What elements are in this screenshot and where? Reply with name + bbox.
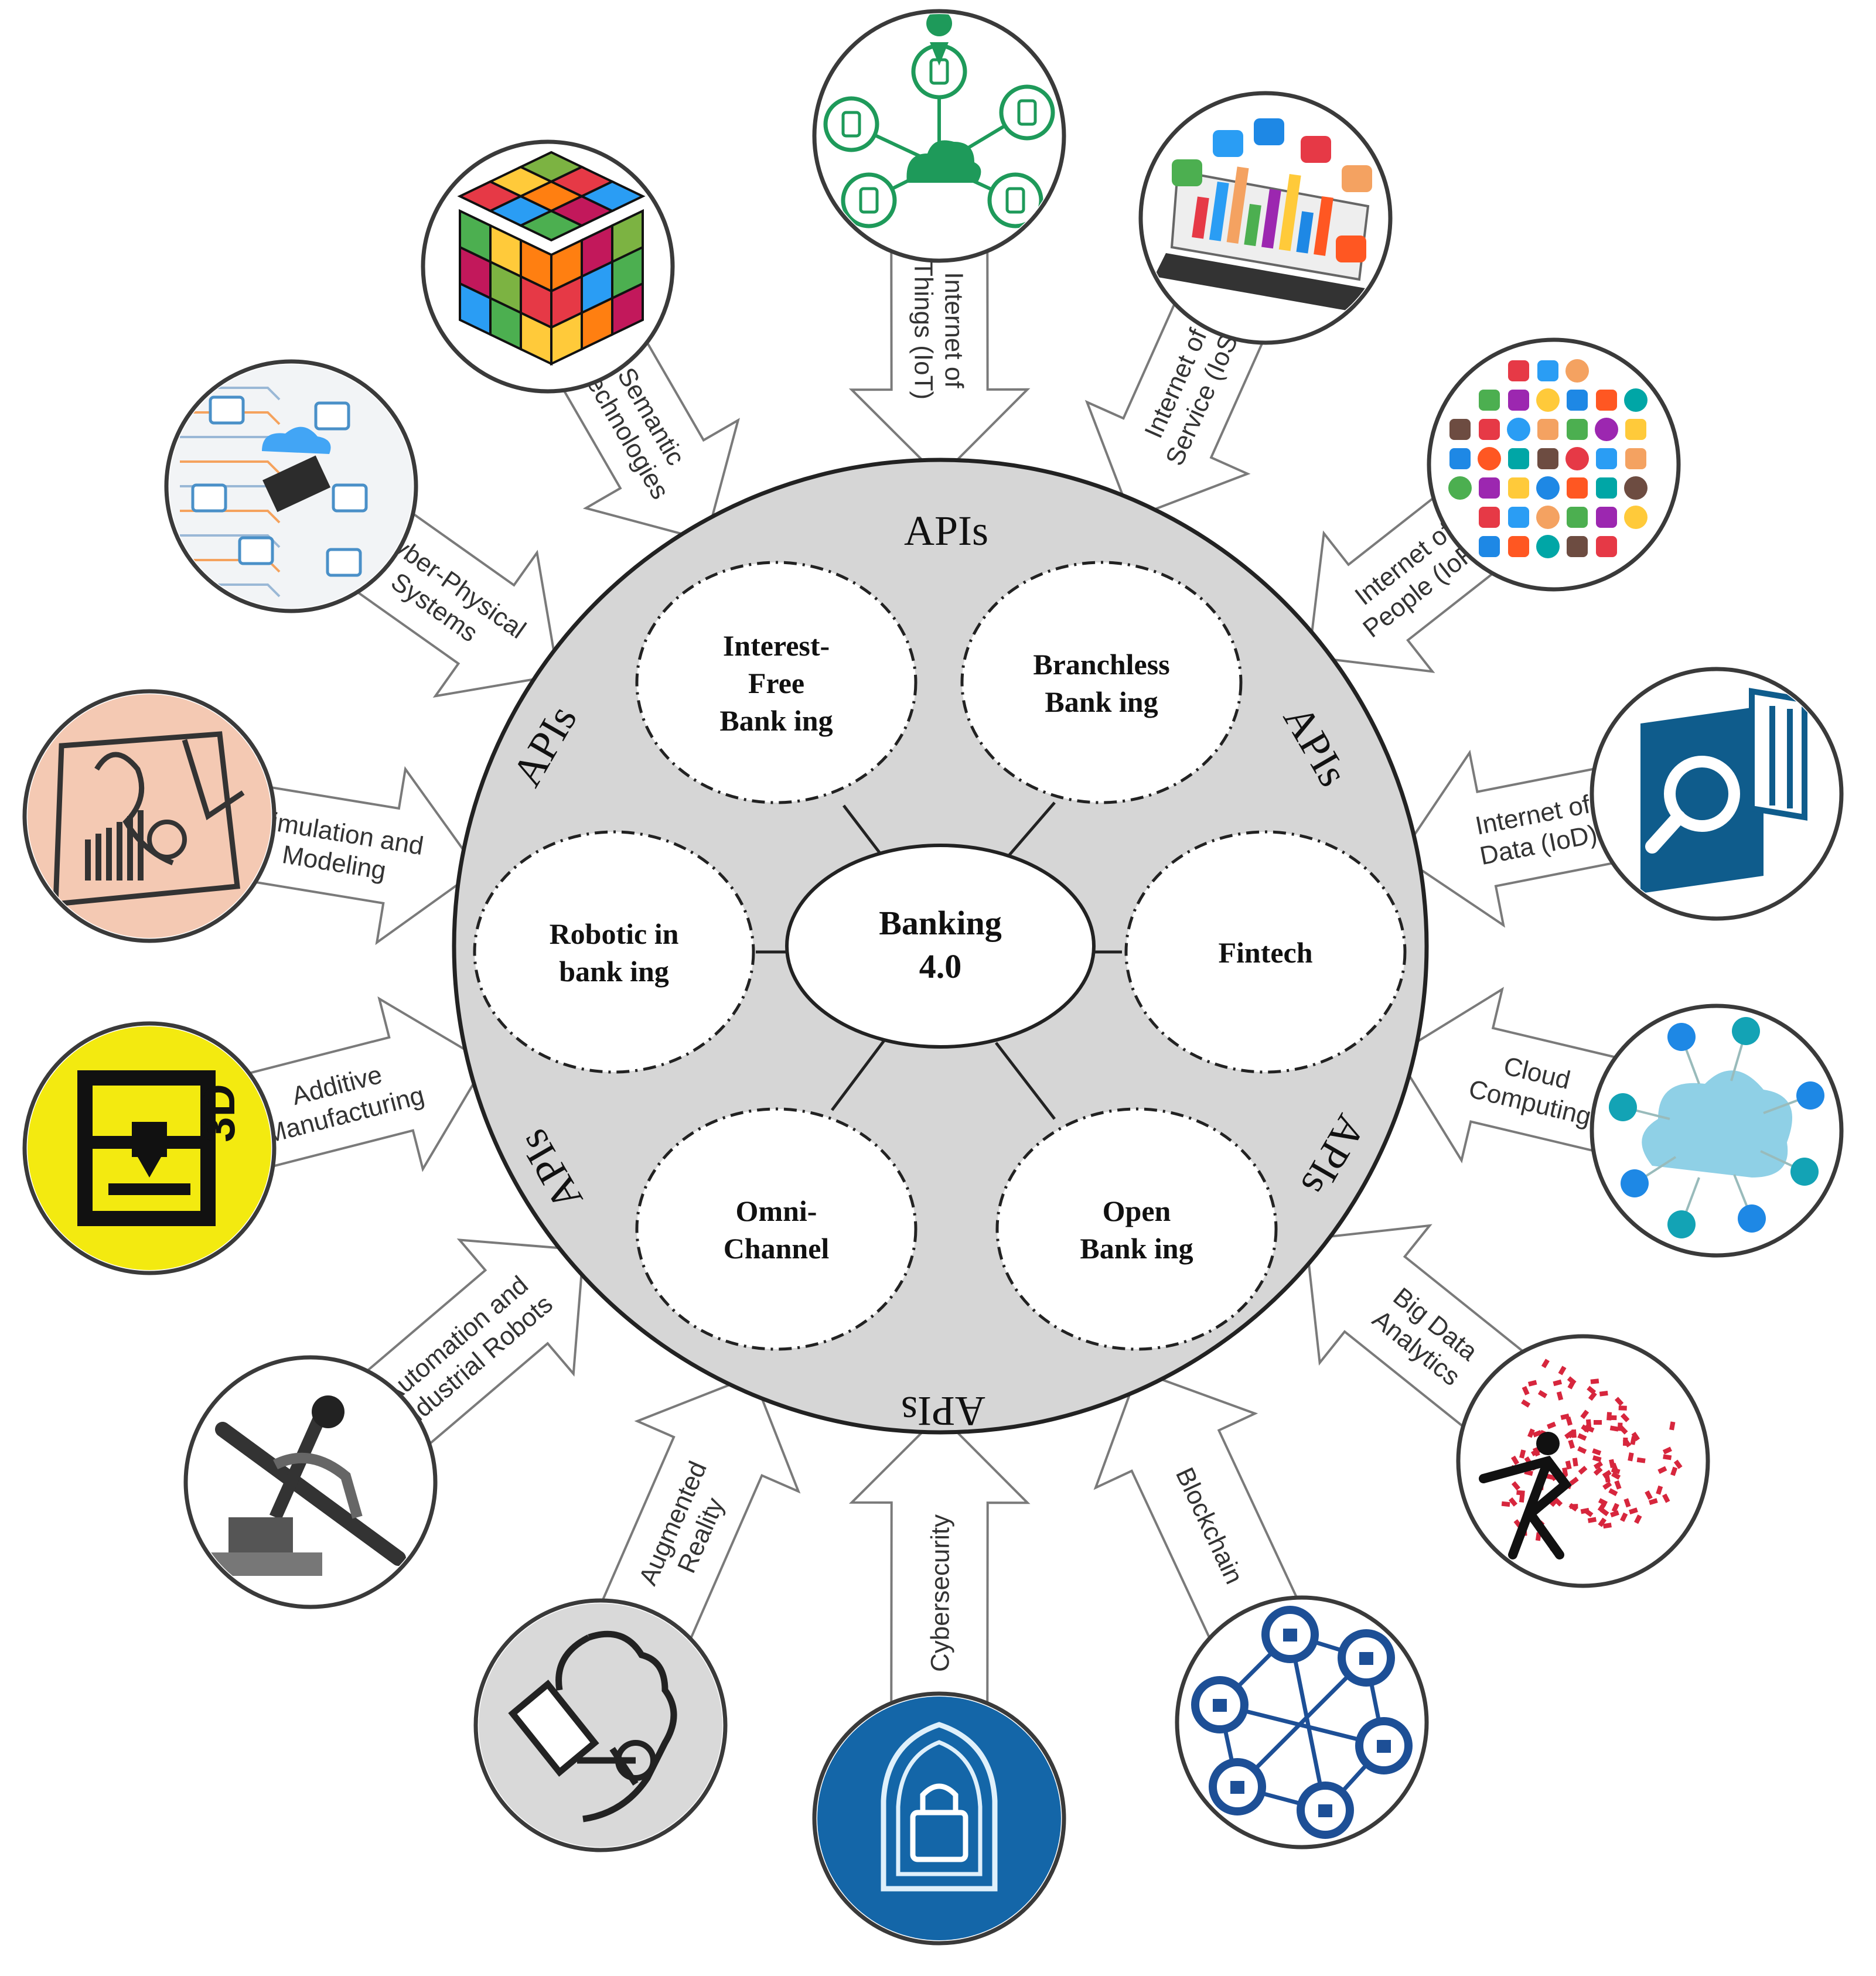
blockchain-ring (1175, 1595, 1429, 1849)
robot-arm-icon (205, 1395, 406, 1576)
fintech-label-line: Fintech (1218, 936, 1312, 969)
simulation-modeling-ring (22, 689, 277, 943)
cybersecurity-ring (812, 1691, 1066, 1946)
open-banking-label-line: Bank ing (1080, 1232, 1193, 1265)
semantic-technologies-ring (421, 139, 675, 394)
circuit-devices-icon (169, 364, 413, 608)
hub-connector (995, 1042, 1056, 1120)
additive-manufacturing-ring (22, 1021, 277, 1275)
ar-glove-icon (479, 1603, 722, 1847)
semantic-technologies-arrow-shape (560, 337, 740, 542)
blockchain-node (1175, 1595, 1429, 1849)
cybersecurity-node (812, 1691, 1066, 1946)
cloud-computing-arrow-shape (1394, 987, 1621, 1163)
hub-connector (831, 1039, 886, 1111)
technology-circles: 3D (22, 9, 1844, 1946)
cybersecurity-arrow: Cybersecurity (848, 1413, 1031, 1709)
data-digger-icon (1479, 1359, 1683, 1559)
branchless-banking-label-line: Branchless (1033, 648, 1169, 681)
additive-manufacturing-node: 3D (22, 1021, 277, 1275)
big-data-analytics-node (1456, 1334, 1710, 1588)
center-label-line: Banking (879, 904, 1002, 942)
robotic-in-banking-label-line: Robotic in (550, 917, 679, 950)
simulation-modeling-node (22, 689, 277, 943)
social-cloud-icon (1448, 359, 1648, 558)
cloud-computing-node (1590, 1004, 1844, 1258)
branchless-banking-node (960, 561, 1243, 804)
cyber-physical-systems-ring (164, 359, 418, 613)
big-data-analytics-ring (1456, 1334, 1710, 1588)
shield-lock-icon (817, 1697, 1061, 1940)
internet-of-data-ring (1590, 667, 1844, 921)
internet-of-people-arrow-shape (1308, 494, 1498, 673)
fintech-node (1124, 830, 1407, 1074)
blockchain-arrow: Blockchain (1093, 1369, 1300, 1644)
rubiks-cube-icon (457, 151, 646, 366)
banking-hub: APIsAPIsAPIsAPIsAPIsAPIsInterest-FreeBan… (452, 458, 1429, 1435)
cloud-computing-ring (1590, 1004, 1844, 1258)
augmented-reality-node (473, 1598, 728, 1852)
interest-free-banking-node (635, 561, 917, 804)
augmented-reality-ring (473, 1598, 728, 1852)
internet-of-things-label-line: Internet of (939, 272, 968, 388)
3d-printer-icon: 3D (28, 1026, 271, 1270)
open-banking-label-line: Open (1103, 1195, 1171, 1227)
iot-network-icon (823, 14, 1055, 228)
robotic-in-banking-node (473, 830, 755, 1074)
internet-of-things-ring (812, 9, 1066, 263)
cloud-network-icon (1609, 1017, 1824, 1238)
cyber-physical-systems-node (164, 359, 418, 613)
automation-industrial-robots-ring (183, 1355, 438, 1609)
cybersecurity-label-line: Cybersecurity (926, 1514, 954, 1672)
internet-of-data-node (1590, 667, 1844, 921)
robotic-in-banking-label-line: bank ing (559, 955, 669, 988)
cyber-physical-systems-arrow-shape (352, 510, 560, 698)
interest-free-banking-label-line: Bank ing (719, 704, 833, 737)
simulation-sketch-icon (28, 694, 271, 938)
book-search-icon (1640, 688, 1807, 893)
tablet-apps-icon (1154, 118, 1372, 312)
automation-industrial-robots-node (183, 1355, 438, 1609)
internet-of-people-node (1427, 337, 1681, 592)
big-data-analytics-arrow-shape (1305, 1224, 1528, 1431)
internet-of-service-arrow-shape (1084, 298, 1266, 520)
interest-free-banking-label-line: Interest- (723, 629, 830, 662)
internet-of-data-arrow-shape (1399, 749, 1618, 928)
internet-of-service-ring (1138, 91, 1393, 345)
internet-of-things-label-line: Things (IoT) (909, 261, 937, 400)
omni-channel-label-line: Omni- (736, 1195, 817, 1227)
automation-industrial-robots-arrow-shape (362, 1238, 585, 1449)
augmented-reality-arrow-shape (599, 1374, 801, 1644)
internet-of-service-node (1138, 91, 1393, 345)
semantic-technologies-node (421, 139, 675, 394)
blockchain-network-icon (1191, 1606, 1413, 1839)
additive-manufacturing-arrow-shape (244, 996, 488, 1172)
branchless-banking-label-line: Bank ing (1045, 685, 1158, 718)
internet-of-people-ring (1427, 337, 1681, 592)
cybersecurity-arrow-shape (848, 1413, 1031, 1709)
3d-label: 3D (193, 1084, 244, 1142)
omni-channel-node (635, 1107, 917, 1351)
apis-label: APIs (904, 507, 988, 554)
omni-channel-label-line: Channel (724, 1232, 830, 1265)
open-banking-node (995, 1107, 1278, 1351)
apis-label: APIs (901, 1388, 985, 1435)
interest-free-banking-label-line: Free (748, 667, 804, 699)
internet-of-things-node (812, 9, 1066, 263)
blockchain-arrow-shape (1093, 1369, 1300, 1644)
internet-of-things-arrow-shape (848, 245, 1031, 479)
banking-4-0-center (785, 844, 1096, 1049)
center-label-line: 4.0 (919, 947, 962, 985)
simulation-modeling-arrow-shape (250, 766, 480, 946)
